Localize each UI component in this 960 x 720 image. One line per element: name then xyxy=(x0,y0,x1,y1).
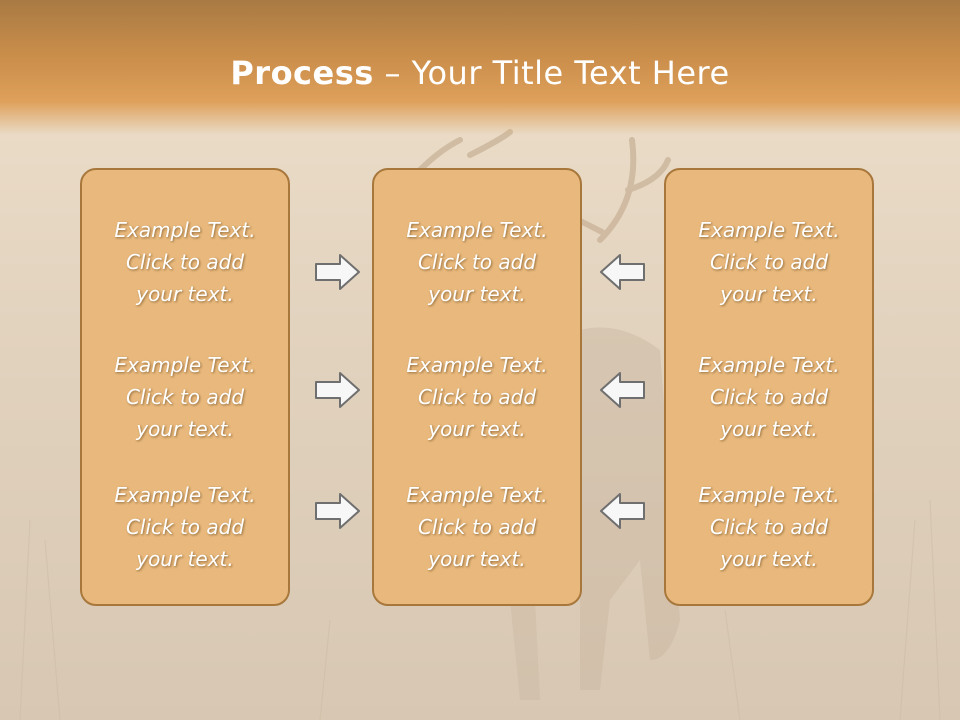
text-block[interactable]: Example Text. Click to add your text. xyxy=(666,349,872,445)
text-block[interactable]: Example Text. Click to add your text. xyxy=(82,349,288,445)
text-block[interactable]: Example Text. Click to add your text. xyxy=(82,479,288,575)
text-line: Example Text. xyxy=(114,483,256,507)
arrow-right-icon xyxy=(315,254,360,290)
text-line: Click to add xyxy=(417,250,537,274)
text-line: Example Text. xyxy=(698,483,840,507)
text-line: Click to add xyxy=(125,385,245,409)
text-line: Example Text. xyxy=(114,218,256,242)
text-line: Click to add xyxy=(125,250,245,274)
text-line: Example Text. xyxy=(406,218,548,242)
process-box-center[interactable]: Example Text. Click to add your text. Ex… xyxy=(372,168,582,606)
text-line: Click to add xyxy=(709,385,829,409)
text-line: Example Text. xyxy=(406,483,548,507)
text-line: Click to add xyxy=(417,515,537,539)
title-band xyxy=(0,0,960,135)
arrow-left-icon xyxy=(600,493,645,529)
arrow-left-icon xyxy=(600,254,645,290)
text-line: Click to add xyxy=(417,385,537,409)
text-line: Example Text. xyxy=(698,353,840,377)
text-block[interactable]: Example Text. Click to add your text. xyxy=(374,214,580,310)
text-line: your text. xyxy=(428,417,526,441)
text-block[interactable]: Example Text. Click to add your text. xyxy=(374,479,580,575)
process-box-left[interactable]: Example Text. Click to add your text. Ex… xyxy=(80,168,290,606)
text-line: Example Text. xyxy=(406,353,548,377)
text-block[interactable]: Example Text. Click to add your text. xyxy=(374,349,580,445)
text-block[interactable]: Example Text. Click to add your text. xyxy=(666,214,872,310)
title-rest: – Your Title Text Here xyxy=(373,54,730,92)
text-line: Click to add xyxy=(125,515,245,539)
text-line: Click to add xyxy=(709,515,829,539)
text-line: your text. xyxy=(136,417,234,441)
text-line: your text. xyxy=(720,417,818,441)
text-line: your text. xyxy=(136,282,234,306)
process-box-right[interactable]: Example Text. Click to add your text. Ex… xyxy=(664,168,874,606)
arrow-right-icon xyxy=(315,372,360,408)
text-block[interactable]: Example Text. Click to add your text. xyxy=(666,479,872,575)
text-block[interactable]: Example Text. Click to add your text. xyxy=(82,214,288,310)
text-line: Example Text. xyxy=(698,218,840,242)
text-line: your text. xyxy=(428,282,526,306)
arrow-right-icon xyxy=(315,493,360,529)
slide-title[interactable]: Process – Your Title Text Here xyxy=(0,54,960,92)
text-line: Click to add xyxy=(709,250,829,274)
text-line: your text. xyxy=(720,282,818,306)
text-line: your text. xyxy=(136,547,234,571)
arrow-left-icon xyxy=(600,372,645,408)
text-line: Example Text. xyxy=(114,353,256,377)
text-line: your text. xyxy=(428,547,526,571)
title-bold: Process xyxy=(230,54,374,92)
text-line: your text. xyxy=(720,547,818,571)
